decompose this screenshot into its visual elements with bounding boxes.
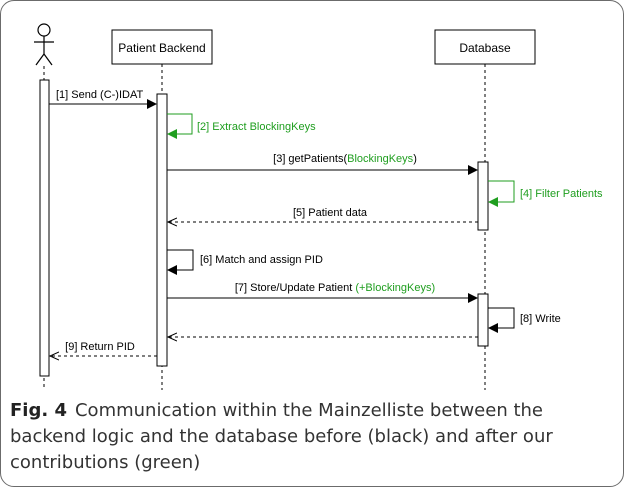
message-3: [3] getPatients(BlockingKeys) bbox=[167, 153, 478, 175]
message-3-prefix: [3] getPatients( bbox=[273, 153, 347, 165]
message-8: [8] Write bbox=[488, 307, 561, 333]
message-3-green: BlockingKeys bbox=[347, 153, 414, 165]
message-1-label: [1] Send (C-)IDAT bbox=[56, 89, 143, 101]
activation-database-1 bbox=[477, 161, 489, 231]
message-7-prefix: [7] Store/Update Patient bbox=[235, 282, 355, 294]
message-9-label: [9] Return PID bbox=[65, 341, 135, 353]
activation-database-2 bbox=[477, 293, 489, 347]
message-9: [9] Return PID bbox=[50, 341, 157, 356]
figure-label: Fig. 4 bbox=[10, 400, 67, 421]
participant-backend-label: Patient Backend bbox=[118, 41, 205, 55]
sequence-diagram: Patient Backend Database [1] Send (C-)ID… bbox=[34, 23, 603, 390]
figure-caption-text: Communication within the Mainzelliste be… bbox=[10, 400, 553, 473]
message-6: [6] Match and assign PID bbox=[167, 249, 323, 275]
message-4-label: [4] Filter Patients bbox=[520, 188, 603, 200]
message-2: [2] Extract BlockingKeys bbox=[167, 113, 316, 139]
message-7-green: (+BlockingKeys) bbox=[355, 282, 435, 294]
message-5-label: [5] Patient data bbox=[293, 207, 368, 219]
message-5: [5] Patient data bbox=[168, 207, 478, 222]
message-4: [4] Filter Patients bbox=[488, 180, 603, 207]
message-2-label: [2] Extract BlockingKeys bbox=[197, 121, 316, 133]
activation-backend bbox=[156, 93, 168, 367]
actor-icon bbox=[34, 23, 54, 66]
message-3-suffix: ) bbox=[413, 153, 417, 165]
message-8-label: [8] Write bbox=[520, 313, 561, 325]
activation-actor bbox=[39, 79, 50, 377]
participant-database-label: Database bbox=[459, 41, 511, 55]
message-3-label: [3] getPatients(BlockingKeys) bbox=[273, 153, 417, 165]
message-6-label: [6] Match and assign PID bbox=[200, 254, 323, 266]
message-7-label: [7] Store/Update Patient (+BlockingKeys) bbox=[235, 282, 435, 294]
participant-database: Database bbox=[434, 29, 536, 65]
participant-backend: Patient Backend bbox=[111, 29, 213, 65]
message-1: [1] Send (C-)IDAT bbox=[49, 89, 157, 109]
message-7: [7] Store/Update Patient (+BlockingKeys) bbox=[167, 282, 478, 303]
